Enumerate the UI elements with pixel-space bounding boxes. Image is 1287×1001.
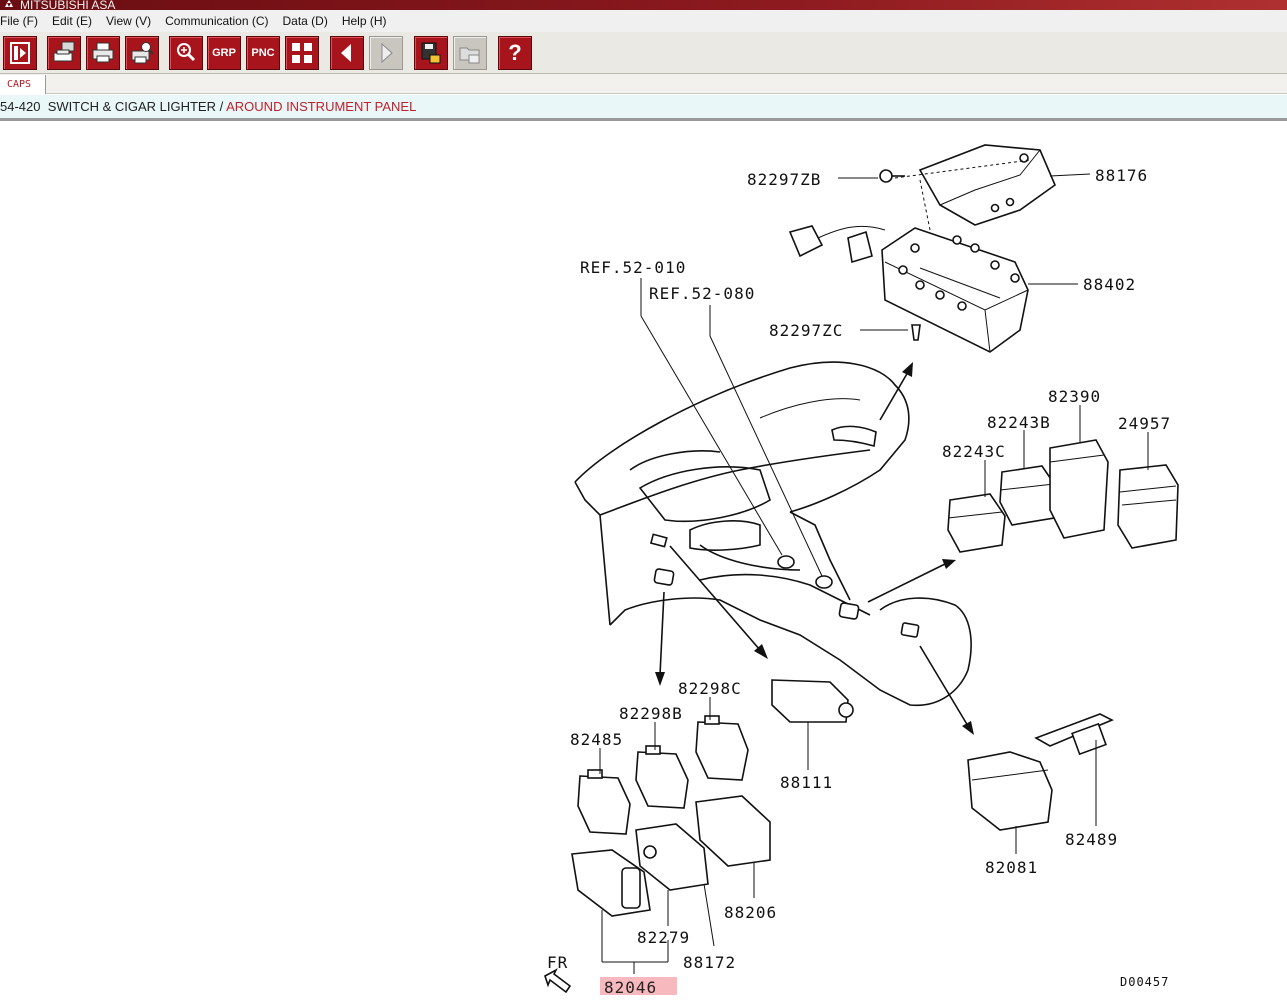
part-label-82297ZC[interactable]: 82297ZC <box>769 321 843 340</box>
save-button[interactable] <box>414 36 448 70</box>
part-label-24957[interactable]: 24957 <box>1118 414 1171 433</box>
part-label-82298C[interactable]: 82298C <box>678 679 742 698</box>
control-unit-drawing <box>788 144 1056 353</box>
tab-caps[interactable]: CAPS <box>0 75 46 94</box>
menu-edit[interactable]: Edit (E) <box>52 14 93 28</box>
part-label-88172[interactable]: 88172 <box>683 953 736 972</box>
group-button[interactable]: GRP <box>207 36 241 70</box>
parts-diagram: 82297ZB 88176 88402 REF.52-010 REF.52-08… <box>0 124 1287 997</box>
next-button[interactable] <box>369 36 403 70</box>
part-label-82243C[interactable]: 82243C <box>942 442 1006 461</box>
menu-view[interactable]: View (V) <box>106 14 152 28</box>
open-button[interactable] <box>453 36 487 70</box>
menu-communication[interactable]: Communication (C) <box>165 14 269 28</box>
direction-label: FR <box>547 953 568 972</box>
tab-bar: CAPS <box>0 74 1287 94</box>
part-label-88206[interactable]: 88206 <box>724 903 777 922</box>
app-title: MITSUBISHI ASA <box>20 0 116 10</box>
menu-file[interactable]: File (F) <box>0 14 38 28</box>
part-label-82485[interactable]: 82485 <box>570 730 623 749</box>
print-setup-button[interactable] <box>125 36 159 70</box>
grid-view-button[interactable] <box>285 36 319 70</box>
part-label-82298B[interactable]: 82298B <box>619 704 683 723</box>
part-label-88402[interactable]: 88402 <box>1083 275 1136 294</box>
switch-group-bottom <box>571 679 1114 917</box>
exit-button[interactable] <box>3 36 37 70</box>
printer-screen-icon <box>53 41 75 62</box>
breadcrumb-path: 54-420 SWITCH & CIGAR LIGHTER / <box>0 99 227 114</box>
zoom-button[interactable] <box>169 36 203 70</box>
part-label-82297ZB[interactable]: 82297ZB <box>747 170 821 189</box>
part-label-82081[interactable]: 82081 <box>985 858 1038 877</box>
mitsubishi-logo-icon <box>5 0 13 7</box>
part-label-82243B[interactable]: 82243B <box>987 413 1051 432</box>
toolbar: GRP PNC ? <box>0 32 1287 74</box>
leader-lines <box>599 173 1149 974</box>
grid-icon <box>292 43 312 63</box>
part-label-82489[interactable]: 82489 <box>1065 830 1118 849</box>
part-label-82390[interactable]: 82390 <box>1048 387 1101 406</box>
selected-part-highlight <box>600 977 677 995</box>
part-label-82046[interactable]: 82046 <box>604 978 657 997</box>
part-label-88176[interactable]: 88176 <box>1095 166 1148 185</box>
breadcrumb-current[interactable]: AROUND INSTRUMENT PANEL <box>226 99 417 114</box>
explode-arrows <box>655 362 974 735</box>
title-bar: MITSUBISHI ASA <box>0 0 1287 10</box>
print-button[interactable] <box>86 36 120 70</box>
ref-label-52-010[interactable]: REF.52-010 <box>580 258 686 277</box>
menu-help[interactable]: Help (H) <box>341 14 387 28</box>
part-label-88111[interactable]: 88111 <box>780 773 833 792</box>
menu-data[interactable]: Data (D) <box>282 14 328 28</box>
exit-door-icon <box>10 42 30 64</box>
printer-icon <box>92 42 114 63</box>
folder-open-icon <box>459 47 480 64</box>
front-direction-arrow-icon <box>544 968 572 994</box>
printer-magnify-icon <box>131 42 154 64</box>
print-preview-button[interactable] <box>47 36 81 70</box>
help-button[interactable]: ? <box>498 36 532 70</box>
switch-group-right <box>947 439 1179 553</box>
part-label-82279[interactable]: 82279 <box>637 928 690 947</box>
ref-label-52-080[interactable]: REF.52-080 <box>649 284 755 303</box>
instrument-panel-drawing <box>574 361 972 707</box>
arrow-left-icon <box>341 44 351 62</box>
previous-button[interactable] <box>330 36 364 70</box>
breadcrumb: 54-420 SWITCH & CIGAR LIGHTER / AROUND I… <box>0 95 1287 121</box>
diagram-code: D00457 <box>1120 975 1169 989</box>
arrow-right-icon <box>381 42 393 64</box>
magnifier-icon <box>177 43 196 62</box>
menu-bar: File (F) Edit (E) View (V) Communication (C… <box>0 10 1287 32</box>
floppy-disk-icon <box>421 42 441 64</box>
pnc-button[interactable]: PNC <box>246 36 280 70</box>
exploded-view-drawing: 82297ZB 88176 88402 REF.52-010 REF.52-08… <box>544 144 1179 997</box>
